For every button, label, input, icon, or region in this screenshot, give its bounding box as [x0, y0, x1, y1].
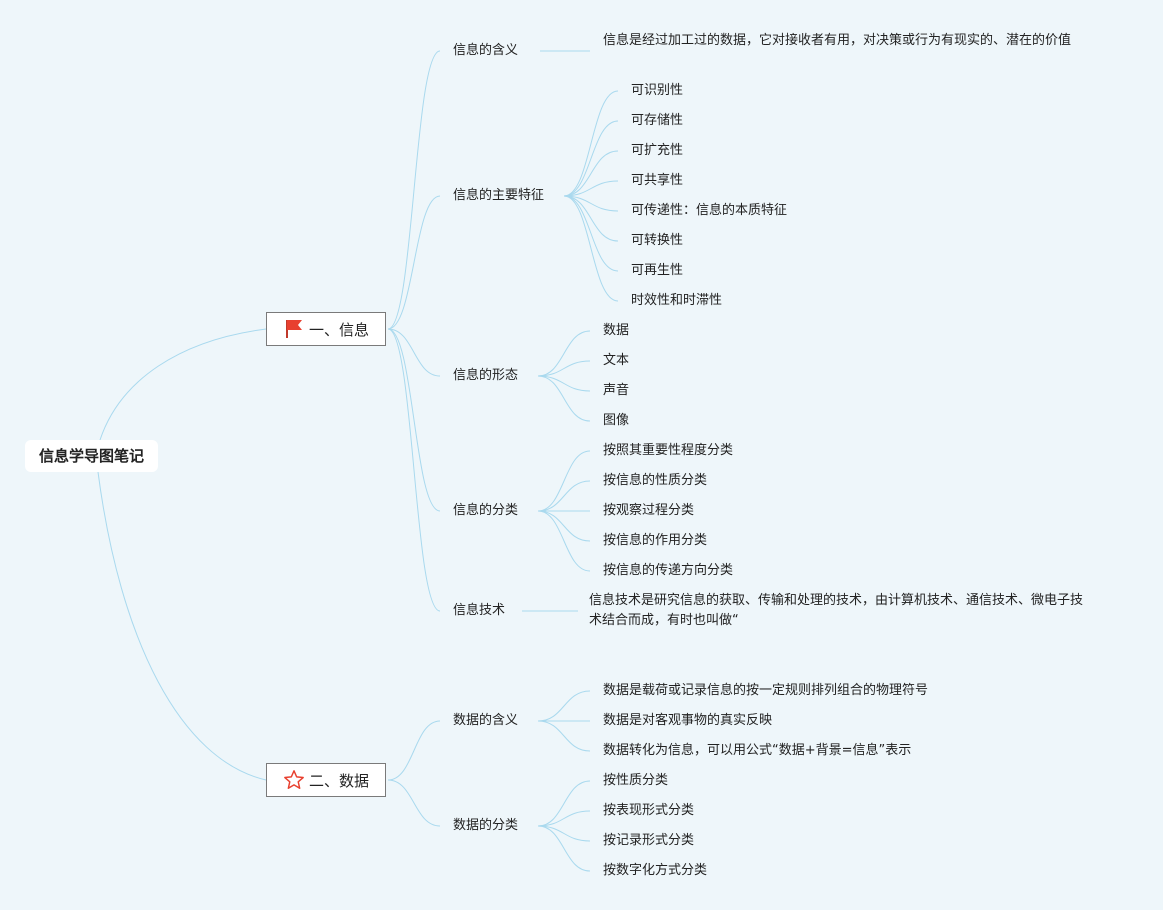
topic-data-meaning[interactable]: 数据的含义	[453, 713, 519, 728]
connector-line	[537, 375, 591, 422]
connector-line	[563, 150, 619, 197]
connector-line	[537, 825, 591, 842]
topic-info-meaning[interactable]: 信息的含义	[453, 43, 519, 58]
leaf-form[interactable]: 声音	[603, 383, 630, 398]
connector-line	[537, 330, 591, 377]
connector-line	[563, 195, 619, 302]
connector-line	[537, 780, 591, 827]
connector-line	[537, 360, 591, 377]
connector-line	[563, 195, 619, 242]
topic-data-classification[interactable]: 数据的分类	[453, 818, 519, 833]
leaf-feature[interactable]: 可共享性	[631, 173, 684, 188]
leaf-info-class[interactable]: 按观察过程分类	[603, 503, 695, 518]
connector-line	[537, 825, 591, 872]
topic-info-technology[interactable]: 信息技术	[453, 603, 506, 618]
leaf-form[interactable]: 文本	[603, 353, 630, 368]
connector-line	[563, 195, 619, 272]
leaf-info-technology[interactable]: 信息技术是研究信息的获取、传输和处理的技术，由计算机技术、通信技术、微电子技术结…	[589, 593, 1084, 628]
connector-line	[537, 690, 591, 722]
connector-line	[563, 195, 619, 212]
branch-information[interactable]: 一、信息	[266, 312, 386, 346]
topic-info-classification[interactable]: 信息的分类	[453, 503, 519, 518]
leaf-info-class[interactable]: 按信息的作用分类	[603, 533, 708, 548]
connector-line	[537, 720, 591, 752]
connector-line	[537, 510, 591, 572]
leaf-data-class[interactable]: 按表现形式分类	[603, 803, 695, 818]
connector-line	[387, 779, 441, 827]
leaf-feature[interactable]: 可再生性	[631, 263, 684, 278]
leaf-info-meaning[interactable]: 信息是经过加工过的数据，它对接收者有用，对决策或行为有现实的、潜在的价值	[603, 33, 1072, 48]
connector-line	[387, 195, 441, 330]
leaf-form[interactable]: 数据	[603, 323, 630, 338]
leaf-data-meaning[interactable]: 数据转化为信息，可以用公式“数据+背景=信息”表示	[603, 743, 912, 758]
connector-line	[563, 120, 619, 197]
connector-line	[537, 510, 591, 542]
leaf-data-class[interactable]: 按记录形式分类	[603, 833, 695, 848]
leaf-info-class[interactable]: 按照其重要性程度分类	[603, 443, 734, 458]
connector-line	[537, 450, 591, 512]
red-flag-icon	[285, 320, 302, 338]
leaf-feature[interactable]: 可传递性：信息的本质特征	[631, 203, 788, 218]
topic-info-features[interactable]: 信息的主要特征	[453, 188, 545, 203]
leaf-data-meaning[interactable]: 数据是载荷或记录信息的按一定规则排列组合的物理符号	[603, 683, 929, 698]
leaf-info-class[interactable]: 按信息的性质分类	[603, 473, 708, 488]
connector-line	[387, 328, 441, 612]
connector-line	[99, 328, 267, 441]
branch-label: 一、信息	[308, 320, 369, 339]
connector-line	[563, 180, 619, 197]
leaf-feature[interactable]: 可存储性	[631, 113, 684, 128]
leaf-info-class[interactable]: 按信息的传递方向分类	[603, 563, 734, 578]
connector-line	[97, 471, 267, 781]
leaf-form[interactable]: 图像	[603, 413, 630, 428]
connector-line	[387, 328, 441, 512]
connector-line	[537, 480, 591, 512]
red-star-icon	[284, 770, 304, 789]
leaf-feature[interactable]: 可识别性	[631, 83, 684, 98]
leaf-data-class[interactable]: 按数字化方式分类	[603, 863, 708, 878]
connector-line	[537, 810, 591, 827]
leaf-feature[interactable]: 时效性和时滞性	[631, 293, 723, 308]
leaf-feature[interactable]: 可转换性	[631, 233, 684, 248]
leaf-data-meaning[interactable]: 数据是对客观事物的真实反映	[603, 713, 773, 728]
leaf-feature[interactable]: 可扩充性	[631, 143, 684, 158]
connector-line	[387, 720, 441, 781]
topic-info-forms[interactable]: 信息的形态	[453, 368, 519, 383]
branch-data[interactable]: 二、数据	[266, 763, 386, 797]
root-node[interactable]: 信息学导图笔记	[25, 440, 159, 472]
branch-label: 二、数据	[308, 771, 369, 790]
connector-line	[387, 328, 441, 377]
connector-line	[563, 90, 619, 197]
leaf-data-class[interactable]: 按性质分类	[603, 773, 669, 788]
connector-line	[537, 375, 591, 392]
connector-line	[387, 50, 441, 330]
